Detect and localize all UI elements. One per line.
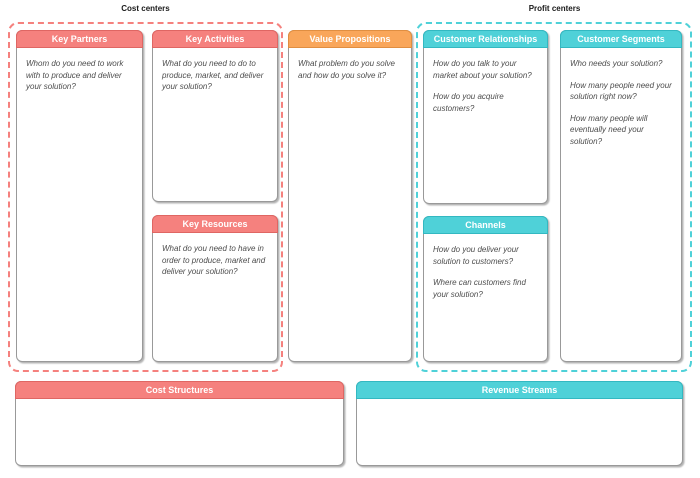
customer-relationships-body: How do you talk to your market about you…: [424, 48, 547, 130]
prompt-text: How do you deliver your solution to cust…: [433, 245, 519, 266]
key-partners-body: Whom do you need to work with to produce…: [17, 48, 142, 109]
prompt-text: Whom do you need to work with to produce…: [26, 59, 124, 92]
value-propositions-header: Value Propositions: [288, 30, 412, 48]
key-partners-header: Key Partners: [16, 30, 143, 48]
prompt-text: Where can customers find your solution?: [433, 278, 526, 299]
profit-centers-group-rect[interactable]: [416, 22, 692, 372]
profit-centers-label: Profit centers: [528, 4, 581, 13]
customer-segments-header: Customer Segments: [560, 30, 682, 48]
prompt-text: Who needs your solution?: [570, 59, 663, 68]
prompt-text: How many people need your solution right…: [570, 80, 672, 102]
prompt-text: What do you need to have in order to pro…: [162, 244, 266, 277]
cost-structures-body: [16, 399, 343, 415]
prompt-text: What do you need to do to produce, marke…: [162, 59, 264, 92]
key-partners-card[interactable]: Key Partners Whom do you need to work wi…: [16, 30, 143, 362]
customer-segments-card[interactable]: Customer Segments Who needs your solutio…: [560, 30, 682, 362]
customer-segments-body: Who needs your solution? How many people…: [561, 48, 681, 164]
key-activities-card[interactable]: Key Activities What do you need to do to…: [152, 30, 278, 202]
revenue-streams-header: Revenue Streams: [356, 381, 683, 399]
prompt-text: How many people will eventually need you…: [570, 113, 648, 146]
channels-card[interactable]: Channels How do you deliver your solutio…: [423, 216, 548, 362]
key-activities-header: Key Activities: [152, 30, 278, 48]
value-propositions-card[interactable]: Value Propositions What problem do you s…: [288, 30, 412, 362]
key-activities-body: What do you need to do to produce, marke…: [153, 48, 277, 109]
cost-structures-header: Cost Structures: [15, 381, 344, 399]
key-resources-header: Key Resources: [152, 215, 278, 233]
channels-header: Channels: [423, 216, 548, 234]
prompt-text: How do you talk to your market about you…: [433, 59, 532, 80]
prompt-text: What problem do you solve and how do you…: [298, 59, 395, 80]
cost-centers-group-rect[interactable]: [8, 22, 283, 372]
key-resources-body: What do you need to have in order to pro…: [153, 233, 277, 294]
key-resources-card[interactable]: Key Resources What do you need to have i…: [152, 215, 278, 362]
customer-relationships-header: Customer Relationships: [423, 30, 548, 48]
cost-structures-card[interactable]: Cost Structures: [15, 381, 344, 466]
revenue-streams-body: [357, 399, 682, 415]
revenue-streams-card[interactable]: Revenue Streams: [356, 381, 683, 466]
customer-relationships-card[interactable]: Customer Relationships How do you talk t…: [423, 30, 548, 204]
value-propositions-body: What problem do you solve and how do you…: [289, 48, 411, 97]
channels-body: How do you deliver your solution to cust…: [424, 234, 547, 316]
prompt-text: How do you acquire customers?: [433, 92, 504, 113]
cost-centers-label: Cost centers: [121, 4, 170, 13]
